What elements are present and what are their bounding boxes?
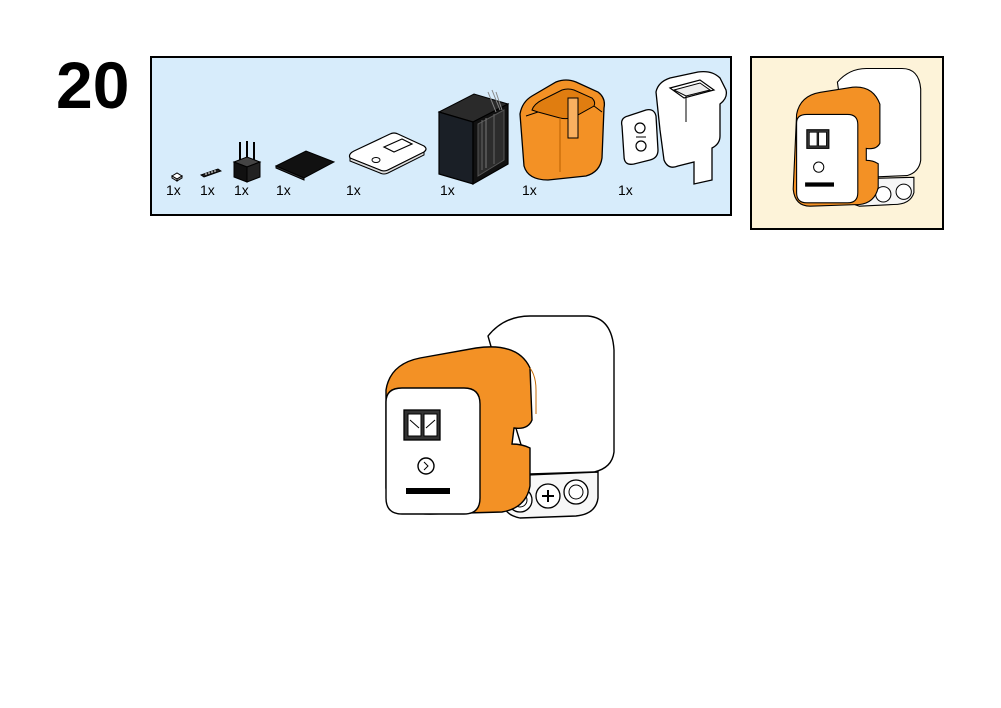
- part-qty: 1x: [346, 182, 361, 198]
- part-qty: 1x: [618, 182, 633, 198]
- part-qty: 1x: [440, 182, 455, 198]
- black-frame-part: [437, 89, 510, 186]
- connector-pins-part: [232, 141, 262, 183]
- sensor-module-assembly: [385, 315, 615, 519]
- part-qty: 1x: [200, 182, 215, 198]
- small-button-part: [171, 172, 183, 182]
- pin-header-part: [200, 168, 222, 178]
- step-number: 20: [56, 48, 130, 122]
- black-pad-part: [274, 150, 336, 181]
- result-preview-panel: [750, 56, 944, 230]
- sensor-module-preview: [792, 67, 922, 207]
- orange-shell-part: [519, 79, 606, 181]
- part-qty: 1x: [166, 182, 181, 198]
- part-qty: 1x: [522, 182, 537, 198]
- white-housing-part: [620, 70, 728, 185]
- part-qty: 1x: [234, 182, 249, 198]
- part-qty: 1x: [276, 182, 291, 198]
- parts-list-panel: 1x 1x 1x 1x 1x: [150, 56, 732, 216]
- white-plate-part: [348, 132, 427, 175]
